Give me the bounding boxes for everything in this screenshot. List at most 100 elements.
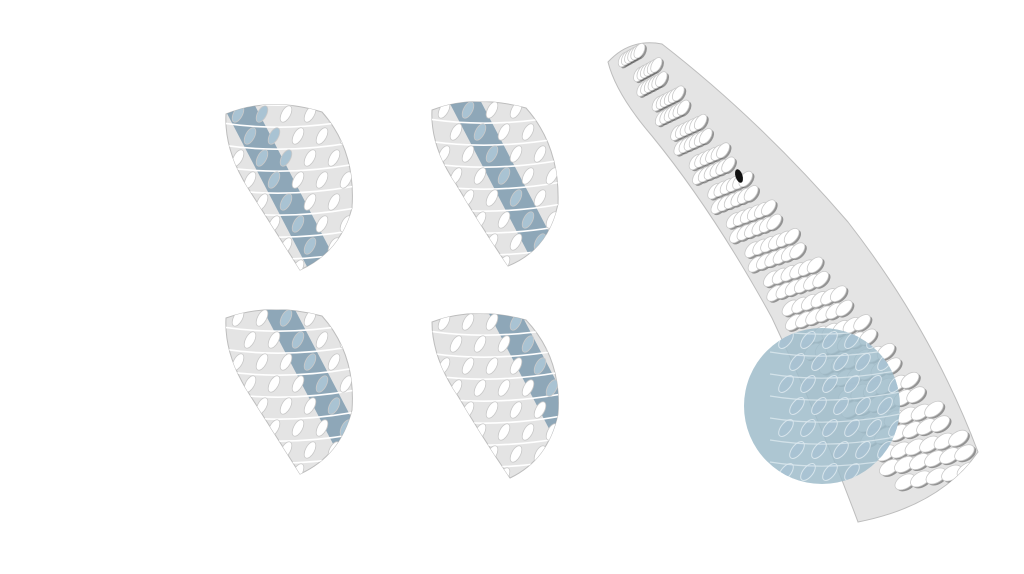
highlighted-perforation [291,215,305,233]
perforation-hole [461,313,475,331]
perforation-hole [497,211,511,229]
perforation-hole [362,418,378,438]
highlighted-perforation [303,237,317,255]
perforation-hole [231,397,245,415]
highlighted-perforation [291,331,305,349]
perforation-hole [362,258,378,278]
perforation-hole [557,313,559,331]
perforation-hole [437,189,451,207]
detail-lens [744,328,900,484]
lens-perforation [877,397,893,415]
perforation-hole [351,309,353,327]
perforation-hole [721,156,736,173]
perforation-hole [568,254,584,274]
perforation-hole [930,415,950,433]
perforation-hole [255,237,269,255]
perforation-hole [291,419,305,437]
lens-perforation [800,419,816,437]
lens-perforation [833,397,849,415]
highlighted-perforation [279,149,293,167]
perforation-hole [533,189,547,207]
perforation-hole [568,210,584,230]
perforation-hole [485,401,499,419]
perforation-hole [509,401,523,419]
highlight-band [486,313,559,478]
perforation-hole [327,353,341,371]
perforation-hole [267,259,281,271]
perforation-hole [568,166,584,186]
highlighted-perforation [267,171,281,189]
perforation-hole [521,123,535,141]
perforation-hole [557,145,559,163]
perforation-hole [243,331,257,349]
perforation-hole [315,171,329,189]
highlighted-perforation [279,193,293,211]
perforation-hole [672,85,685,102]
perforation-hole [783,227,800,245]
perforation-hole [449,423,463,441]
perforation-hole [449,335,463,353]
perforation-hole [485,189,499,207]
highlighted-perforation [545,255,559,266]
perforation-hole [568,334,584,354]
lens-perforation [778,375,794,393]
perforation-hole [568,378,584,398]
perforation-hole [437,445,451,463]
lens-perforation [800,375,816,393]
perforation-hole [231,193,245,211]
lens-perforation [855,353,871,371]
highlighted-perforation [568,422,584,442]
perforation-hole [291,127,305,145]
perforation-hole [303,441,317,459]
panel-seam [431,101,559,102]
highlighted-perforation [485,145,499,163]
perforation-hole [362,374,378,394]
perforation-hole [303,193,317,211]
panel-seam [422,268,572,277]
lens-perforation [789,441,805,459]
perforation-hole [362,214,378,234]
perforation-hole [557,445,559,463]
perforation-hole [557,233,559,251]
perforation-hole [650,57,663,73]
perforation-hole [243,419,257,437]
lens-perforation [822,463,838,481]
perforation-hole [437,401,451,419]
perforation-hole [243,463,257,474]
panel-group-top-right [422,101,584,277]
highlighted-perforation [473,123,487,141]
perforation-hole [461,357,475,375]
lens-perforation [866,375,882,393]
perforation-hole [315,215,329,233]
lens-perforation [778,419,794,437]
lens-perforation [800,331,816,349]
lens-seam [769,369,900,379]
perforation-hole [676,99,690,116]
lens-perforation [822,375,838,393]
lens-seam [769,435,900,445]
perforation-hole [545,467,559,478]
panel-seam [225,104,353,106]
perforation-hole [509,357,523,375]
perforation-hole [461,145,475,163]
perforation-hole [303,149,317,167]
lens-seam [769,413,900,423]
perforation-hole [521,379,535,397]
perforation-hole [327,193,341,211]
panel-seam [216,476,366,485]
highlighted-perforation [243,127,257,145]
lens-perforation [855,441,871,459]
perforation-hole [351,149,353,167]
perforation-hole [972,458,978,476]
perforation-hole [533,145,547,163]
highlighted-perforation [509,189,523,207]
perforation-hole [351,353,353,371]
perforation-hole [853,314,871,331]
highlighted-perforation [545,379,559,397]
perforation-hole [761,199,777,216]
perforation-hole [291,171,305,189]
strip-perforations [617,42,978,492]
perforation-hole [699,128,713,145]
panel-seam [216,272,366,281]
perforation-hole [362,330,378,350]
